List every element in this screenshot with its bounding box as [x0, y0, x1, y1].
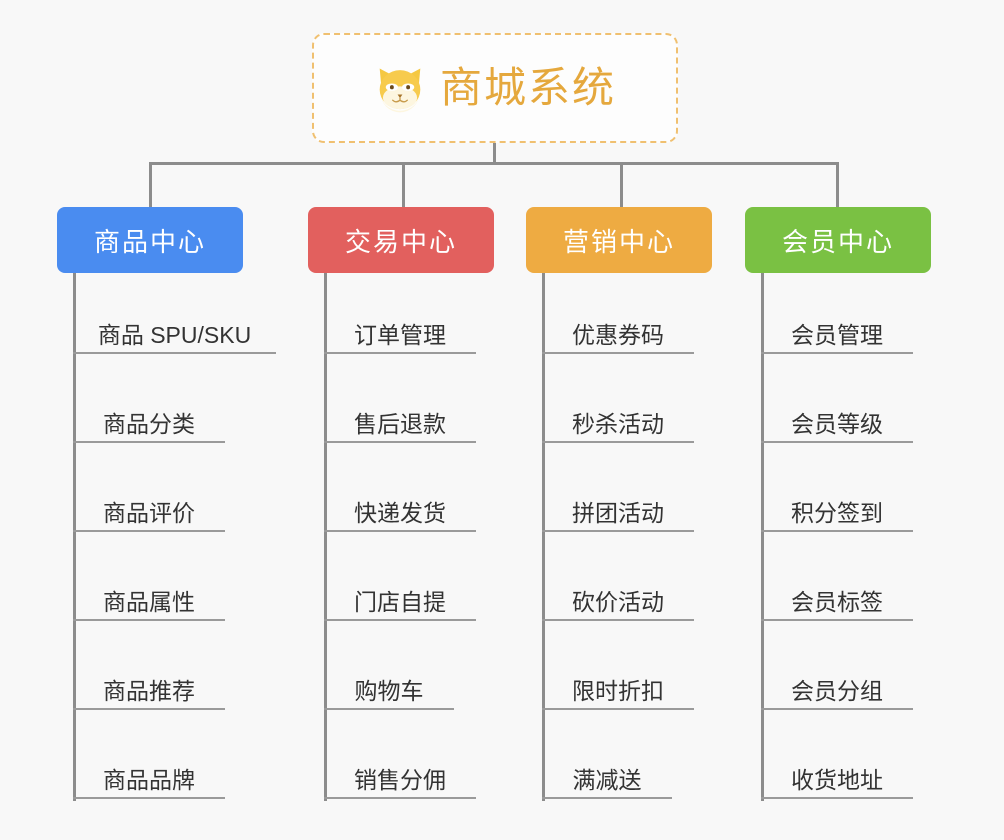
column-spine-2 — [324, 273, 327, 801]
shiba-dog-face-icon — [379, 68, 421, 113]
leaf-label: 订单管理 — [354, 321, 446, 348]
category-header-label: 营销中心 — [562, 226, 675, 257]
leaf-label: 收货地址 — [791, 766, 883, 793]
leaf-item[interactable]: 门店自提 — [324, 577, 476, 621]
leaf-label: 限时折扣 — [572, 677, 664, 704]
category-header-label: 商品中心 — [93, 226, 206, 257]
leaf-label: 售后退款 — [354, 410, 446, 437]
leaf-label: 优惠券码 — [572, 321, 664, 348]
leaf-label: 积分签到 — [791, 499, 883, 526]
leaf-label: 商品属性 — [103, 588, 195, 615]
leaf-label: 秒杀活动 — [572, 410, 664, 437]
leaf-label: 拼团活动 — [572, 499, 664, 526]
leaf-item[interactable]: 会员等级 — [761, 399, 913, 443]
connector-root-drop — [493, 143, 496, 165]
category-header-label: 交易中心 — [344, 226, 457, 257]
leaf-item[interactable]: 拼团活动 — [542, 488, 694, 532]
leaf-item[interactable]: 优惠券码 — [542, 310, 694, 354]
leaf-item[interactable]: 秒杀活动 — [542, 399, 694, 443]
category-header-会员中心[interactable]: 会员中心 — [745, 207, 931, 273]
leaf-item[interactable]: 商品推荐 — [73, 666, 225, 710]
leaf-label: 商品推荐 — [103, 677, 195, 704]
leaf-item[interactable]: 订单管理 — [324, 310, 476, 354]
leaf-label: 满减送 — [572, 766, 642, 793]
leaf-item[interactable]: 商品分类 — [73, 399, 225, 443]
leaf-label: 快递发货 — [354, 499, 446, 526]
leaf-item[interactable]: 商品品牌 — [73, 755, 225, 799]
category-header-label: 会员中心 — [781, 226, 894, 257]
leaf-item[interactable]: 会员分组 — [761, 666, 913, 710]
root-title: 商城系统 — [439, 64, 616, 111]
leaf-label: 商品品牌 — [103, 766, 195, 793]
column-spine-4 — [761, 273, 764, 801]
leaf-item[interactable]: 商品评价 — [73, 488, 225, 532]
leaf-item[interactable]: 商品 SPU/SKU — [73, 310, 276, 354]
leaf-label: 砍价活动 — [572, 588, 664, 615]
leaf-item[interactable]: 售后退款 — [324, 399, 476, 443]
connector-drop-col-3 — [620, 162, 623, 208]
leaf-label: 商品 SPU/SKU — [97, 321, 252, 348]
column-spine-3 — [542, 273, 545, 801]
connector-horizontal-bus — [149, 162, 839, 165]
leaf-item[interactable]: 销售分佣 — [324, 755, 476, 799]
column-spine-1 — [73, 273, 76, 801]
leaf-item[interactable]: 积分签到 — [761, 488, 913, 532]
leaf-label: 购物车 — [354, 677, 424, 704]
leaf-label: 会员标签 — [791, 588, 883, 615]
category-header-营销中心[interactable]: 营销中心 — [526, 207, 712, 273]
category-header-交易中心[interactable]: 交易中心 — [308, 207, 494, 273]
leaf-item[interactable]: 商品属性 — [73, 577, 225, 621]
connector-drop-col-4 — [836, 162, 839, 208]
leaf-item[interactable]: 限时折扣 — [542, 666, 694, 710]
connector-drop-col-1 — [149, 162, 152, 208]
leaf-item[interactable]: 砍价活动 — [542, 577, 694, 621]
root-node[interactable]: 商城系统 — [312, 33, 678, 143]
leaf-item[interactable]: 收货地址 — [761, 755, 913, 799]
leaf-label: 会员管理 — [791, 321, 883, 348]
leaf-item[interactable]: 满减送 — [542, 755, 672, 799]
connector-drop-col-2 — [402, 162, 405, 208]
leaf-item[interactable]: 购物车 — [324, 666, 454, 710]
leaf-label: 商品评价 — [103, 499, 195, 526]
leaf-item[interactable]: 会员标签 — [761, 577, 913, 621]
leaf-item[interactable]: 会员管理 — [761, 310, 913, 354]
leaf-label: 门店自提 — [354, 588, 446, 615]
leaf-item[interactable]: 快递发货 — [324, 488, 476, 532]
leaf-label: 会员分组 — [791, 677, 883, 704]
leaf-label: 销售分佣 — [354, 766, 446, 793]
category-header-商品中心[interactable]: 商品中心 — [57, 207, 243, 273]
leaf-label: 商品分类 — [103, 410, 195, 437]
leaf-label: 会员等级 — [791, 410, 883, 437]
